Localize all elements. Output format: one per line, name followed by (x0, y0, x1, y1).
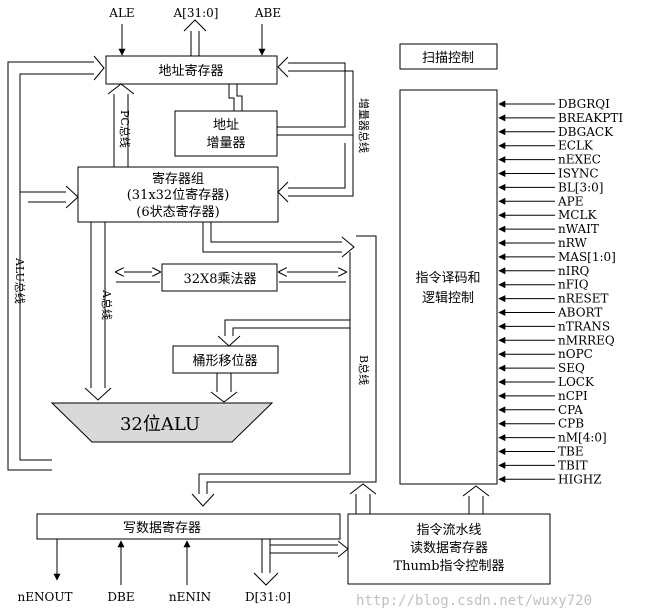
control-signal-label: nOPC (558, 347, 593, 361)
b-bus-label: B总线 (357, 355, 371, 385)
b-bus-arrowhead (191, 493, 215, 507)
pipeline-label-line3: Thumb指令控制器 (393, 559, 504, 574)
address-register-label: 地址寄存器 (158, 63, 223, 79)
control-signal-label: ABORT (557, 306, 602, 320)
inc-bus-label: 增量器总线 (357, 98, 371, 153)
ale-label: ALE (108, 6, 134, 20)
alu-block (50, 402, 274, 443)
control-signal-label: nIRQ (558, 264, 590, 278)
decoder-label-line2: 逻辑控制 (422, 291, 474, 306)
register-bank-block (77, 166, 279, 223)
control-signal-label: nM[4:0] (558, 431, 607, 445)
alu-bus (7, 61, 100, 471)
shifter-to-alu-arrowhead (210, 391, 238, 403)
incrementer-bus-arrowhead (277, 56, 289, 78)
control-signal-label: nTRANS (558, 319, 610, 333)
address-out-arrowhead (183, 19, 207, 32)
control-signal-label: HIGHZ (558, 472, 602, 486)
control-signal-label: BREAKPTI (558, 111, 623, 125)
regbank-to-bbus (210, 222, 344, 243)
incrementer-bus-arrowhead (277, 181, 289, 203)
alu-bus (19, 73, 100, 461)
control-signal-label: MAS[1:0] (558, 250, 616, 264)
nenin-label: nENIN (169, 590, 211, 604)
dbe-label: DBE (107, 590, 134, 604)
control-signal-label: DBGACK (558, 125, 614, 139)
control-signal-label: nRESET (558, 292, 609, 306)
abe-label: ABE (254, 6, 281, 20)
a-bus-arrowhead (84, 387, 112, 401)
data-bus-arrowhead (253, 572, 279, 586)
pc-bus-arrowhead (107, 83, 135, 95)
bbus-to-shifter (232, 327, 350, 340)
pipeline-to-bbus-arrowhead (349, 483, 377, 495)
bbus-to-shifter-arrowhead (217, 335, 241, 347)
addr-to-inc-bus (228, 84, 235, 111)
scan-control-label: 扫描控制 (422, 51, 474, 66)
control-signal-label: ECLK (558, 139, 594, 153)
instruction-decoder-block (399, 89, 498, 485)
decoder-label-line1: 指令译码和 (415, 271, 480, 286)
control-signal-label: APE (557, 194, 584, 208)
data-to-pipeline-arrowhead (337, 540, 349, 558)
incrementer-bus (277, 70, 354, 136)
control-signal-label: nMRREQ (558, 333, 615, 347)
pc-bus-label: PC总线 (118, 110, 132, 148)
alu-bus-arrowhead (65, 185, 79, 209)
write-data-register-block (36, 513, 341, 540)
control-signal-label: nWAIT (558, 222, 599, 236)
control-signal-label: CPA (558, 403, 583, 417)
control-signal-label: TBE (558, 445, 584, 459)
multiplier-block (161, 263, 278, 292)
a-bus-label: A总线 (100, 289, 114, 320)
nenout-label: nENOUT (18, 590, 73, 604)
control-signal-label: nFIQ (558, 278, 589, 292)
control-signal-label: ISYNC (558, 167, 599, 181)
scan-control-block (399, 43, 498, 70)
b-bus (206, 235, 377, 496)
register-bank-line1: 寄存器组 (152, 171, 204, 187)
control-signal-label: BL[3:0] (558, 180, 603, 194)
data-bus-label: D[31:0] (245, 590, 291, 604)
incrementer-label-line1: 地址 (213, 118, 239, 133)
control-signal-label: nCPI (558, 389, 588, 403)
control-signal-label: LOCK (558, 375, 595, 389)
b-bus (198, 252, 351, 496)
incrementer-bus (286, 135, 354, 197)
barrel-shifter-block (172, 345, 279, 374)
regbank-to-bbus-arrowhead (341, 236, 355, 258)
pipeline-to-decoder-arrowhead (462, 485, 490, 497)
control-signal-label: TBIT (558, 458, 588, 472)
control-signal-label: nRW (558, 236, 588, 250)
address-bus-label: A[31:0] (173, 6, 219, 20)
control-signal-label: nEXEC (558, 153, 601, 167)
address-incrementer-block (174, 110, 278, 157)
bbus-to-shifter (224, 319, 350, 340)
regbank-to-bbus (202, 222, 344, 253)
pipeline-block (347, 513, 551, 585)
control-signal-label: CPB (558, 417, 584, 431)
incrementer-bus (286, 143, 346, 189)
alu-bus-arrowhead (93, 55, 105, 81)
register-bank-line3: (6状态寄存器) (136, 204, 219, 220)
incrementer-label-line2: 增量器 (206, 136, 245, 151)
alu-bus-label: ALU总线 (13, 257, 27, 304)
watermark: http://blog.csdn.net/wuxy720 (356, 593, 592, 609)
address-register-block (105, 55, 278, 85)
control-signal-label: SEQ (558, 361, 585, 375)
control-signal-label: MCLK (558, 208, 597, 222)
addr-to-inc-bus (236, 84, 243, 111)
alu-label: 32位ALU (120, 414, 200, 435)
multiplier-label: 32X8乘法器 (183, 272, 256, 287)
incrementer-bus (277, 62, 346, 128)
pipeline-label-line2: 读数据寄存器 (410, 540, 488, 556)
control-signal-list: DBGRQIBREAKPTIDBGACKECLKnEXECISYNCBL[3:0… (498, 97, 623, 486)
barrel-shifter-label: 桶形移位器 (192, 354, 257, 369)
control-signal-label: DBGRQI (558, 97, 610, 111)
register-bank-line2: (31x32位寄存器) (127, 187, 230, 203)
pipeline-label-line1: 指令流水线 (416, 523, 481, 538)
write-data-register-label: 写数据寄存器 (123, 520, 201, 536)
